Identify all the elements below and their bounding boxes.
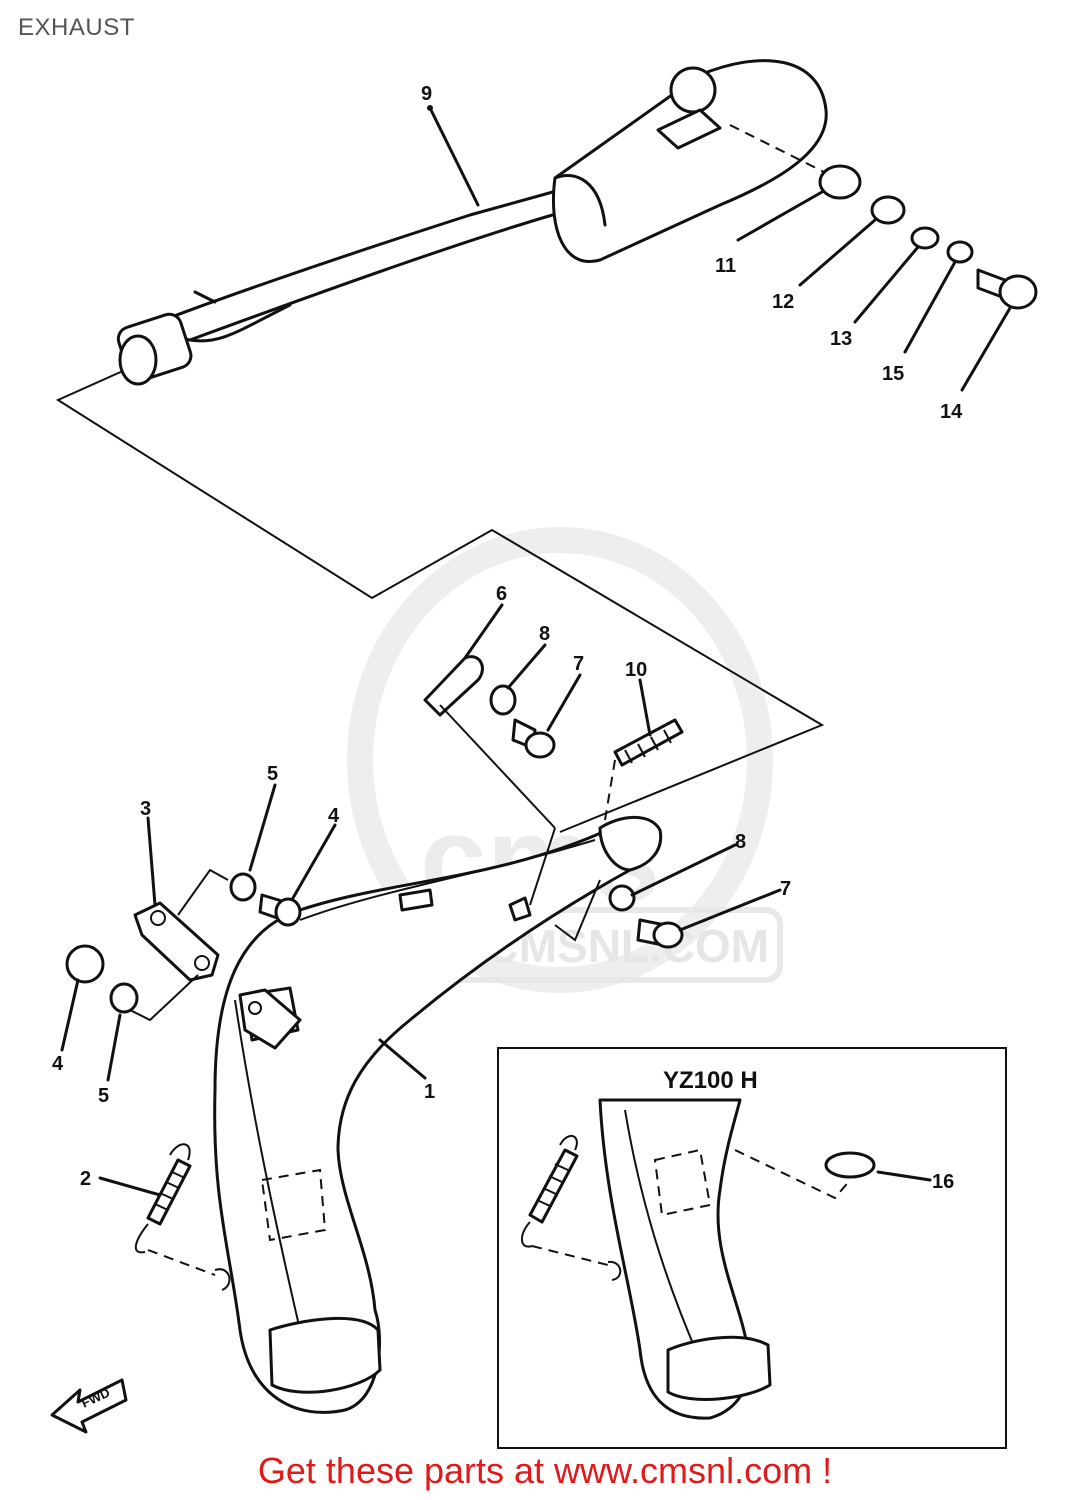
grommet-part-11 [818,164,862,200]
callout-8-upper: 8 [539,623,550,645]
bracket-part-6 [423,655,484,717]
callout-5-lower: 5 [98,1085,109,1107]
callout-4-upper: 4 [328,805,340,827]
callout-11: 11 [715,255,736,277]
bolt-part-14 [976,268,1038,310]
lockwasher-part-15 [946,240,974,264]
assembly-guide-line [55,369,825,833]
callout-12: 12 [772,291,794,313]
callout-1: 1 [424,1081,435,1103]
callout-7-upper: 7 [573,653,584,675]
callout-4-lower: 4 [52,1053,64,1075]
bracket-part-3 [133,901,302,1050]
washer-part-5-upper [229,872,257,902]
callout-10: 10 [625,659,647,681]
callout-13: 13 [830,328,852,350]
callout-15: 15 [882,363,904,385]
plate-part-16 [824,1151,876,1179]
callout-9: 9 [421,83,432,105]
callout-5-upper: 5 [267,763,278,785]
spring-part-2 [134,1143,192,1254]
bolt-part-4-upper [258,893,302,927]
callout-8-lower: 8 [735,831,746,853]
inset-yz100h: YZ100 H [497,1047,1007,1449]
callout-14: 14 [940,401,963,423]
page-title: EXHAUST [18,14,135,41]
collar-part-8-lower [608,884,636,912]
bolt-part-7-lower [636,918,684,949]
get-parts-link[interactable]: Get these parts at www.cmsnl.com ! [257,1450,833,1491]
collar-part-8-upper [489,684,517,716]
washer-part-5-lower [109,982,139,1014]
silencer-part-9 [116,59,828,386]
callout-6: 6 [496,583,507,605]
callout-3: 3 [140,798,151,820]
bolt-part-7-upper [511,718,556,759]
washer-part-13 [910,226,940,250]
inset-title: YZ100 H [663,1067,758,1094]
spring-part-10 [613,718,684,767]
callout-2: 2 [80,1168,91,1190]
callout-16: 16 [932,1171,954,1193]
cap-part-4-lower [65,944,105,984]
fwd-arrow-icon: FWD [50,1378,128,1434]
callout-7-lower: 7 [780,878,791,900]
collar-part-12 [870,195,906,225]
